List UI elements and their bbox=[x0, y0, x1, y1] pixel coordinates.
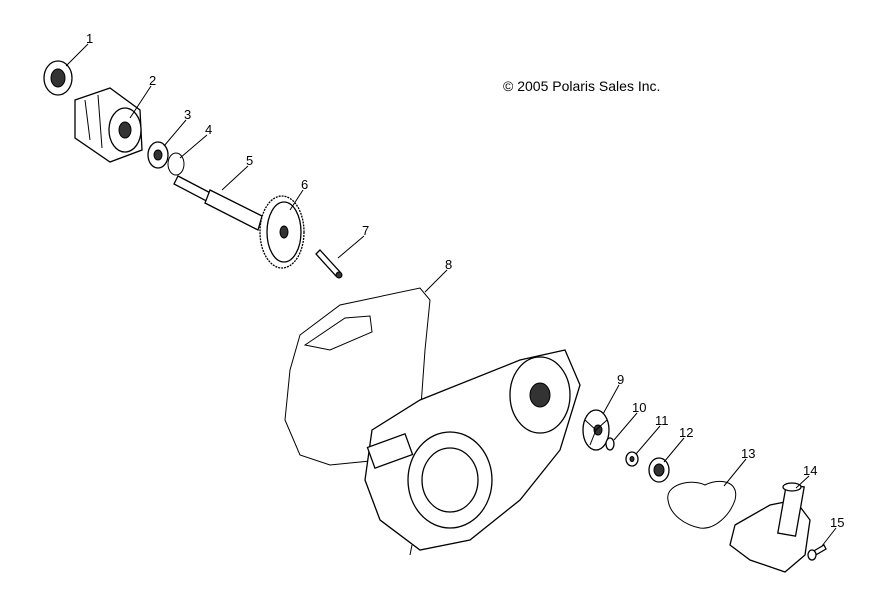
part-5-shaft bbox=[173, 175, 263, 231]
part-3-bearing bbox=[147, 141, 169, 169]
callout-5: 5 bbox=[246, 153, 253, 168]
callout-10: 10 bbox=[632, 400, 646, 415]
crankcase-cover bbox=[364, 349, 581, 556]
callout-13: 13 bbox=[741, 446, 755, 461]
callout-7: 7 bbox=[362, 223, 369, 238]
part-14-pump-cover bbox=[729, 482, 811, 573]
part-4-snap-ring bbox=[167, 152, 185, 176]
part-12-seal bbox=[648, 457, 670, 483]
part-6-gear bbox=[259, 195, 305, 269]
callout-12: 12 bbox=[679, 425, 693, 440]
callout-15: 15 bbox=[830, 515, 844, 530]
callout-14: 14 bbox=[803, 463, 817, 478]
part-13-o-ring bbox=[667, 480, 737, 529]
part-11-nut bbox=[625, 451, 639, 467]
part-10-washer bbox=[605, 437, 615, 451]
callout-9: 9 bbox=[617, 372, 624, 387]
part-15-bolt bbox=[807, 544, 827, 561]
callout-8: 8 bbox=[445, 257, 452, 272]
copyright-text: © 2005 Polaris Sales Inc. bbox=[503, 78, 661, 94]
callout-11: 11 bbox=[655, 413, 669, 428]
callout-3: 3 bbox=[184, 107, 191, 122]
callout-1: 1 bbox=[86, 31, 93, 46]
leader-lines bbox=[65, 43, 837, 547]
part-7-pin bbox=[315, 249, 343, 279]
callout-4: 4 bbox=[205, 122, 212, 137]
part-1-rotor bbox=[43, 60, 73, 96]
callout-2: 2 bbox=[149, 73, 156, 88]
part-2-pump-housing bbox=[74, 87, 143, 163]
part-9-impeller bbox=[582, 409, 610, 451]
callout-6: 6 bbox=[301, 177, 308, 192]
